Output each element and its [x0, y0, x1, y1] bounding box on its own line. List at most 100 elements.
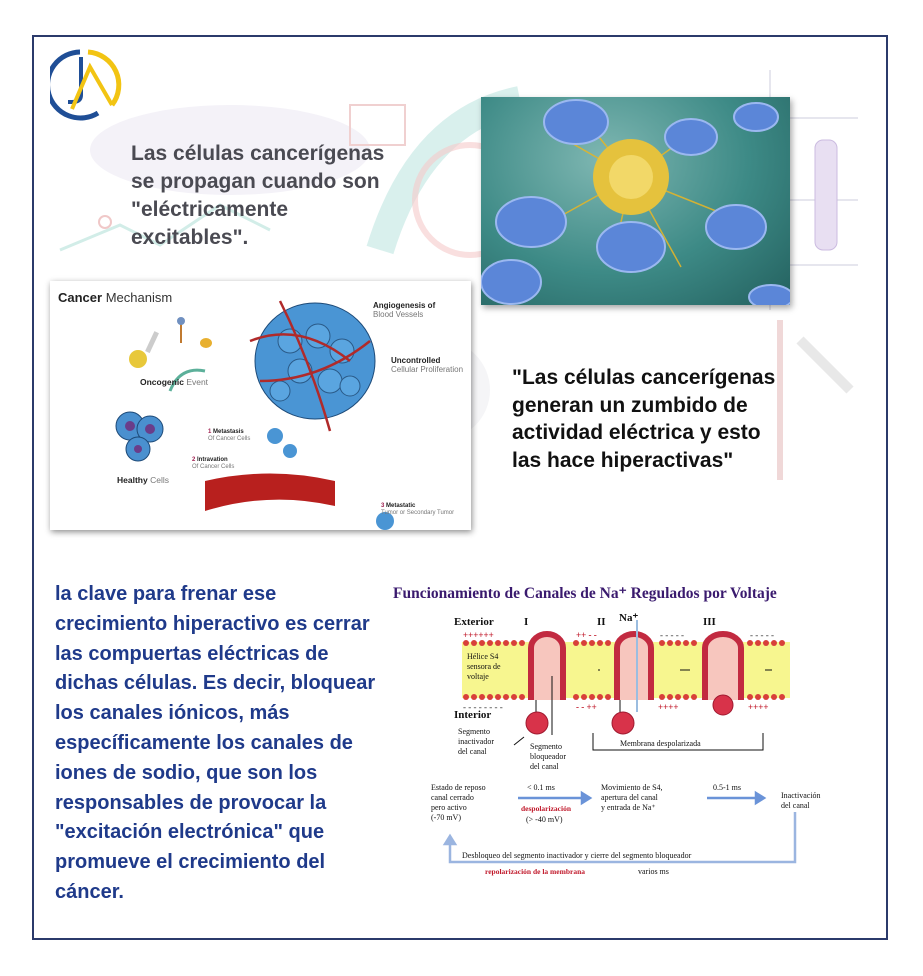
charge-label: - - ++: [576, 702, 597, 712]
inactivator-line: Segmento: [458, 727, 490, 736]
unblock-label: Desbloqueo del segmento inactivador y ci…: [462, 851, 692, 860]
channel-II: [614, 631, 654, 700]
charge-label: ++++: [748, 702, 769, 712]
charge-label: ++++++: [463, 630, 494, 640]
step-sub: Tumor or Secondary Tumor: [381, 510, 455, 516]
body-line: específicamente los canales de: [55, 731, 353, 754]
body-line: dichas células. Es decir, bloquear: [55, 672, 376, 695]
blocker-line: Segmento: [530, 742, 562, 751]
quote-line: "Las células cancerígenas: [512, 366, 776, 389]
intro-line: excitables".: [131, 226, 249, 249]
time-1-label: < 0.1 ms: [527, 783, 555, 792]
voltage-label: (> -40 mV): [526, 815, 563, 824]
oncogenic-sub: Event: [186, 377, 209, 387]
step-number: 2: [192, 457, 196, 463]
body-line: cáncer.: [55, 880, 124, 903]
charge-label: - - - - -: [660, 630, 684, 640]
stage-III-label: III: [703, 616, 716, 628]
body-line: los canales iónicos, más: [55, 702, 290, 725]
step-number: 1: [208, 429, 212, 435]
exterior-label: Exterior: [454, 616, 494, 628]
angiogenesis-sub: Blood Vessels: [373, 310, 424, 319]
step-label: Metastatic: [386, 503, 416, 509]
blocker-line: bloqueador: [530, 752, 566, 761]
helix-line: Hélice S4: [467, 652, 499, 661]
rest-line: pero activo: [431, 803, 467, 812]
body-line: iones de sodio, que son los: [55, 761, 318, 784]
depolarization-label: despolarización: [521, 804, 571, 813]
intro-line: "eléctricamente: [131, 198, 289, 221]
quote-text: "Las células cancerígenas generan un zum…: [512, 364, 775, 474]
mechanism-title-light: Mechanism: [105, 290, 173, 305]
cancer-cell-illustration: [481, 99, 790, 305]
rest-line: Estado de reposo: [431, 783, 486, 792]
diagram-title: Funcionamiento de Canales de Na⁺ Regulad…: [393, 585, 777, 602]
intro-line: se propagan cuando son: [131, 170, 380, 193]
step-sub: Of Cancer Cells: [192, 464, 235, 470]
inactivation-line: del canal: [781, 801, 810, 810]
ja-logo: [50, 49, 122, 121]
quote-line: actividad eléctrica y esto: [512, 421, 761, 444]
mechanism-illustration: [115, 300, 394, 530]
healthy-label: Healthy: [117, 475, 148, 485]
uncontrolled-sub: Cellular Proliferation: [391, 365, 464, 374]
intro-line: Las células cancerígenas: [131, 142, 385, 165]
body-line: responsables de provocar la: [55, 791, 327, 814]
body-line: la clave para frenar ese: [55, 583, 277, 605]
body-line: crecimiento hiperactivo es cerrar: [55, 612, 370, 635]
healthy-sub: Cells: [150, 475, 169, 485]
movement-line: y entrada de Na⁺: [601, 803, 656, 812]
quote-line: las hace hiperactivas": [512, 448, 734, 472]
mechanism-title-bold: Cancer: [58, 290, 103, 305]
stage-I-label: I: [524, 616, 529, 628]
body-line: las compuertas eléctricas de: [55, 642, 329, 665]
helix-line: sensora de: [467, 662, 501, 671]
inactivator-line: del canal: [458, 747, 487, 756]
cancer-mechanism-figure: Cancer Mechanism Oncogenic Event Healthy…: [50, 281, 471, 530]
movement-line: Movimiento de S4,: [601, 783, 663, 792]
cancer-cell-photo: [481, 97, 790, 305]
rest-line: canal cerrado: [431, 793, 474, 802]
body-line: promueve el crecimiento del: [55, 851, 326, 874]
uncontrolled-label: Uncontrolled: [391, 356, 441, 365]
time-3-label: varios ms: [638, 867, 669, 876]
inactivation-line: Inactivación: [781, 791, 821, 800]
step-sub: Of Cancer Cells: [208, 436, 251, 442]
depolarized-label: Membrana despolarizada: [620, 739, 701, 748]
charge-label: ++ - -: [576, 630, 597, 640]
inactivator-ball-I: [525, 711, 549, 735]
oncogenic-label: Oncogenic: [140, 377, 184, 387]
content-frame: [32, 35, 888, 940]
channel-I: [528, 631, 566, 700]
charge-label: ++++: [658, 702, 679, 712]
body-line: "excitación electrónica" que: [55, 821, 325, 844]
charge-label: - - - - -: [750, 630, 774, 640]
inactivator-ball-II: [611, 711, 635, 735]
inactivator-line: inactivador: [458, 737, 494, 746]
angiogenesis-label: Angiogenesis of: [373, 301, 436, 310]
rest-line: (-70 mV): [431, 813, 461, 822]
movement-line: apertura del canal: [601, 793, 658, 802]
helix-line: voltaje: [467, 672, 489, 681]
step-label: Intravation: [197, 457, 228, 463]
lipid-heads: [463, 640, 785, 700]
interior-label: Interior: [454, 709, 492, 721]
time-2-label: 0.5-1 ms: [713, 783, 741, 792]
intro-text: Las células cancerígenas se propagan cua…: [131, 140, 384, 252]
repolarization-label: repolarización de la membrana: [485, 867, 586, 876]
charge-label: - - - - - - - -: [463, 702, 503, 712]
quote-line: generan un zumbido de: [512, 393, 748, 417]
channel-III: [702, 631, 744, 700]
step-number: 3: [381, 503, 385, 509]
inactivator-ball-III: [712, 694, 734, 716]
stage-II-label: II: [597, 616, 606, 628]
step-label: Metastasis: [213, 429, 244, 435]
blocker-line: del canal: [530, 762, 559, 771]
na-label: Na⁺: [619, 612, 639, 624]
body-text: la clave para frenar ese crecimiento hip…: [55, 580, 395, 908]
